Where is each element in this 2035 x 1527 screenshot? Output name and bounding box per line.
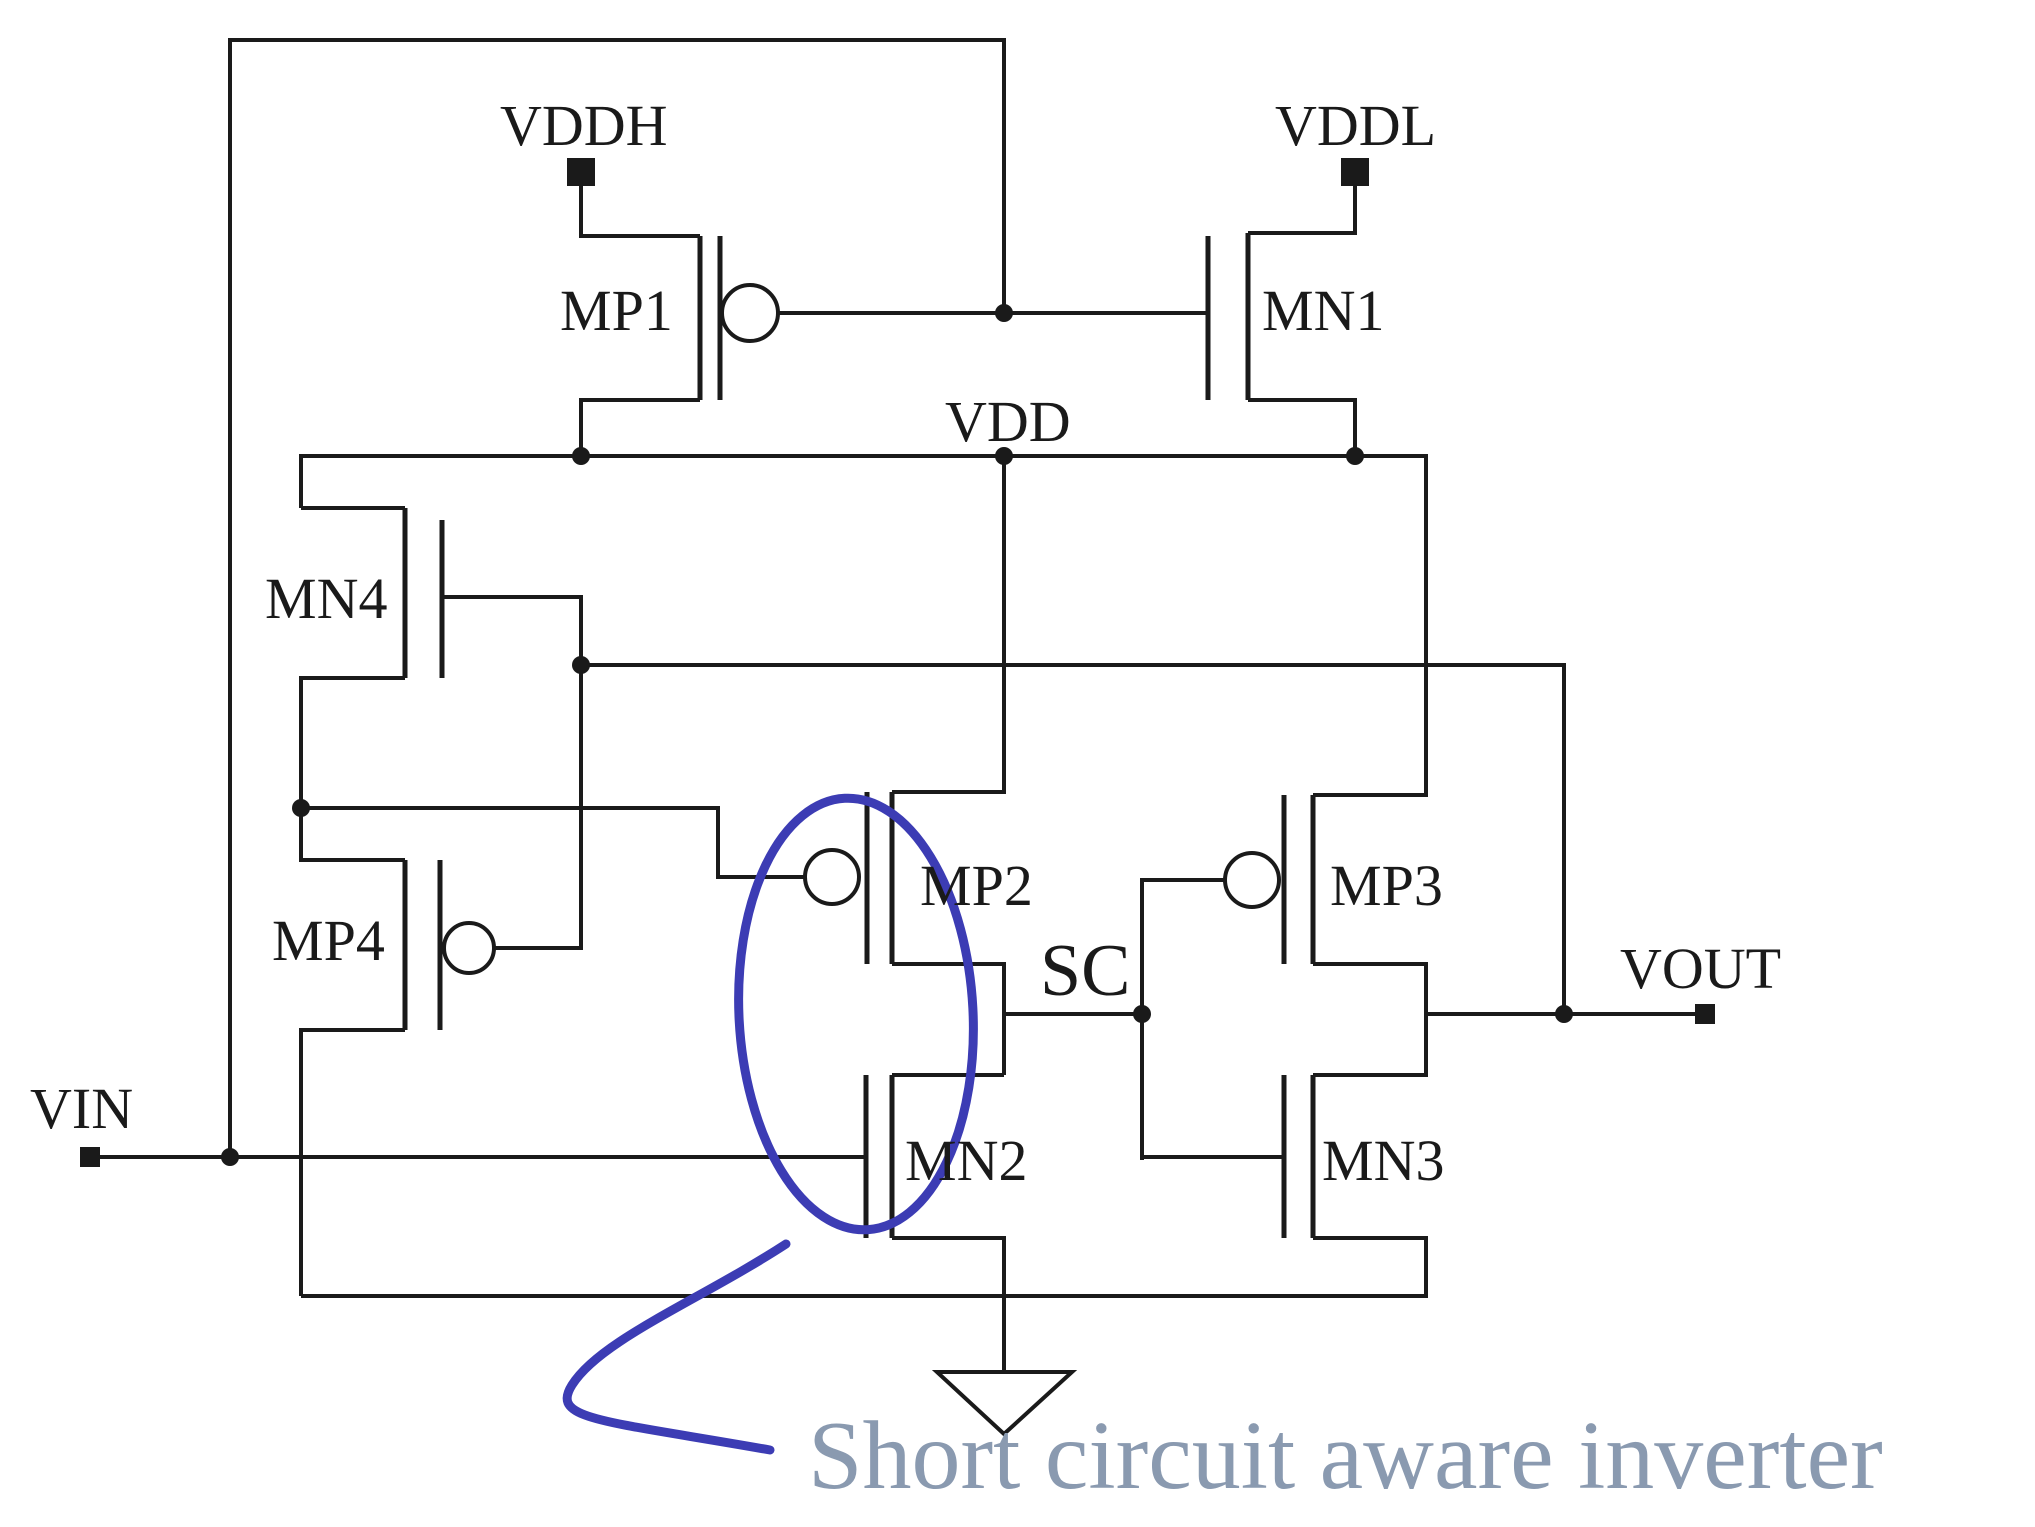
vin-label: VIN [30, 1076, 133, 1141]
mp3-bubble-icon [1223, 851, 1281, 909]
mp4-label: MP4 [272, 908, 385, 973]
mn1-out-wire [1248, 398, 1357, 456]
transistors [402, 233, 1316, 1238]
vdd-rail [299, 454, 1428, 660]
pointer-curve [562, 1239, 791, 1455]
junction-dot [572, 656, 590, 674]
vdd-label: VDD [945, 389, 1071, 454]
highlight-ellipse [734, 793, 978, 1235]
inversion-bubbles [442, 283, 1281, 975]
mp2-bubble-icon [803, 848, 861, 906]
highlight-annotation [562, 793, 978, 1455]
mn2-label: MN2 [905, 1128, 1027, 1193]
mp1-out-wire [579, 398, 700, 456]
mp3-gate-wire [1140, 878, 1228, 1160]
junction-dots [221, 304, 1573, 1166]
wires [90, 38, 1705, 1372]
vin-terminal-icon [80, 1147, 100, 1167]
mp4-top-wire [299, 808, 405, 862]
sc-label: SC [1040, 930, 1131, 1012]
vddl-terminal-icon [1341, 158, 1369, 186]
mp1-label: MP1 [560, 278, 673, 343]
mp2-drain-wire [892, 962, 1006, 1075]
mp3-bottom-wire [1313, 962, 1428, 1077]
junction-dot [1555, 1005, 1573, 1023]
mp2-label: MP2 [920, 853, 1033, 918]
mp4-bottom-wire [299, 1028, 405, 1296]
mn3-label: MN3 [1322, 1128, 1444, 1193]
junction-dot [995, 304, 1013, 322]
mp3-top-wire [1313, 660, 1428, 797]
feedback-vout-wire [581, 663, 1566, 1014]
junction-dot [1346, 447, 1364, 465]
vout-terminal-icon [1695, 1004, 1715, 1024]
vout-label: VOUT [1620, 936, 1781, 1001]
ground-symbol-icon [931, 1370, 1078, 1437]
mn1-label: MN1 [1262, 278, 1384, 343]
mn3-gate-wire [1140, 1155, 1284, 1160]
mp1-bubble-icon [720, 283, 780, 343]
labels: VDDH VDDL VDD VIN VOUT SC MP1 MN1 MN4 MP… [30, 93, 1883, 1510]
vddh-label: VDDH [500, 93, 668, 158]
vin-feedback-wire [228, 38, 1006, 1157]
mp4-bubble-icon [442, 921, 496, 975]
junction-dot [995, 447, 1013, 465]
vddh-terminal-icon [567, 158, 595, 186]
terminals [80, 158, 1715, 1167]
junction-dot [1133, 1005, 1151, 1023]
mn2-source-wire [892, 1236, 1006, 1372]
vddl-wire [1248, 173, 1357, 235]
mp2-gate-wire [301, 806, 804, 879]
mp3-label: MP3 [1330, 853, 1443, 918]
caption-text: Short circuit aware inverter [808, 1402, 1883, 1510]
vddh-wire [579, 173, 700, 238]
bottom-rail [301, 1236, 1428, 1298]
mn4-gate-wire [442, 595, 583, 950]
mn4-label: MN4 [265, 566, 387, 631]
vdd-mp2-wire [892, 456, 1006, 794]
mn4-bottom-wire [299, 676, 405, 808]
junction-dot [221, 1148, 239, 1166]
junction-dot [572, 447, 590, 465]
junction-dot [292, 799, 310, 817]
vddl-label: VDDL [1275, 93, 1436, 158]
